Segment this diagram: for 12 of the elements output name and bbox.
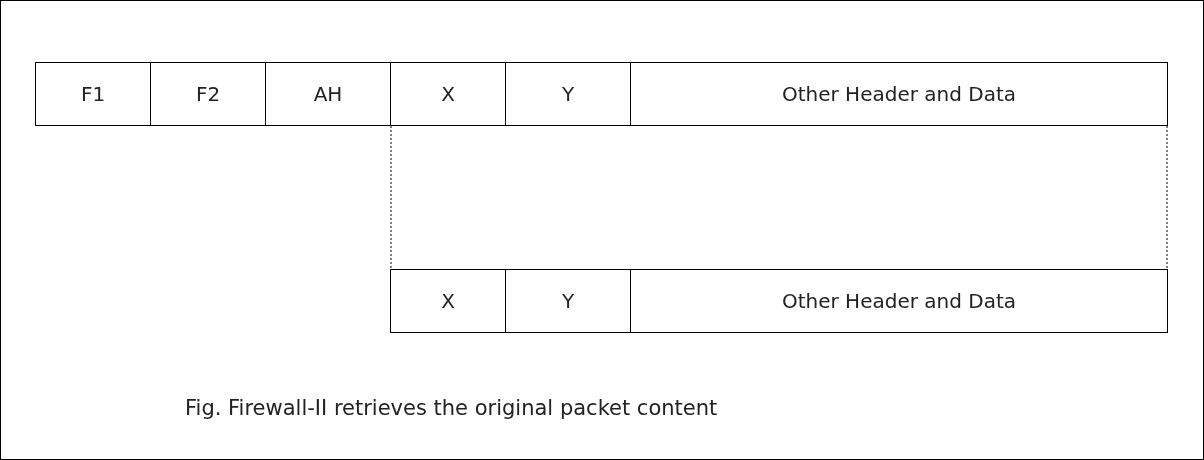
dotted-line [390,125,392,270]
packet-field: Other Header and Data [630,269,1168,333]
packet-field: F1 [35,62,151,126]
packet-field: Other Header and Data [630,62,1168,126]
packet-field: X [390,269,506,333]
packet-field: AH [265,62,391,126]
figure-caption: Fig. Firewall-II retrieves the original packet content [185,396,718,420]
dotted-line [1166,125,1168,270]
packet-field: X [390,62,506,126]
packet-field: Y [505,62,631,126]
packet-field: Y [505,269,631,333]
packet-field: F2 [150,62,266,126]
